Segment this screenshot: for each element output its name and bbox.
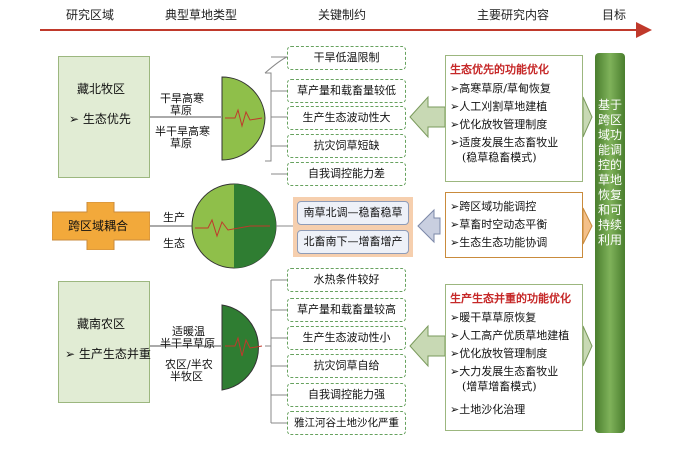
constraint-north-1: 干旱低温限制: [287, 46, 406, 70]
region-cross-box: 跨区域耦合: [52, 202, 150, 250]
grass-north-1: 干旱高寒: [160, 92, 204, 105]
content-north-item-4: ➢适度发展生态畜牧业: [450, 136, 559, 149]
constraint-south-1: 水热条件较好: [287, 268, 406, 292]
content-cross-item-1: ➢跨区域功能调控: [450, 200, 537, 213]
grass-south-4: 半牧区: [170, 370, 203, 383]
arrow-south: [409, 324, 446, 368]
constraint-cross-1: 南草北调—稳畜稳草: [297, 201, 409, 225]
content-south-item-5: ➢土地沙化治理: [450, 403, 526, 416]
constraint-south-6: 雅江河谷土地沙化严重: [287, 411, 406, 435]
constraint-south-4: 抗灾饲草自给: [287, 354, 406, 378]
grass-cross-prod: 生产: [163, 211, 185, 224]
content-south-box: 生产生态并重的功能优化 ➢暖干草草原恢复 ➢人工高产优质草地建植 ➢优化放牧管理…: [445, 284, 583, 431]
grass-south-3: 农区/半农: [165, 358, 213, 371]
constraint-north-5: 自我调控能力差: [287, 162, 406, 186]
content-cross-box: ➢跨区域功能调控 ➢草畜时空动态平衡 ➢生态生态功能协调: [445, 192, 583, 258]
region-north-strategy: ➢ 生态优先: [69, 112, 131, 126]
content-south-item-2: ➢人工高产优质草地建植: [450, 329, 570, 342]
region-north-name: 藏北牧区: [77, 82, 126, 96]
content-south-title: 生产生态并重的功能优化: [450, 292, 571, 305]
constraint-north-2: 草产量和载畜量较低: [287, 79, 406, 103]
arrow-north: [409, 95, 446, 139]
grass-south-1: 适暖温: [172, 325, 205, 338]
content-north-box: 生态优先的功能优化 ➢高寒草原/草甸恢复 ➢人工刈割草地建植 ➢优化放牧管理制度…: [445, 55, 583, 182]
content-south-item-3: ➢优化放牧管理制度: [450, 347, 548, 360]
goal-bar: [595, 53, 625, 433]
content-south-item-4: ➢大力发展生态畜牧业: [450, 365, 559, 378]
grass-south-2: 半干旱草原: [160, 337, 215, 350]
grass-north-2: 草原: [170, 104, 192, 117]
constraint-south-5: 自我调控能力强: [287, 383, 406, 407]
header-research-area: 研究区域: [66, 8, 115, 22]
grass-cross-eco: 生态: [163, 237, 185, 250]
constraint-south-3: 生产生态波动性小: [287, 326, 406, 350]
constraint-cross-2: 北畜南下—增畜增产: [297, 230, 409, 254]
region-south-name: 藏南农区: [77, 317, 126, 331]
header-key-constraints: 关键制约: [318, 8, 367, 22]
region-north-box: 藏北牧区 ➢ 生态优先: [58, 56, 150, 178]
content-north-item-2: ➢人工刈割草地建植: [450, 100, 548, 113]
content-cross-item-3: ➢生态生态功能协调: [450, 236, 548, 249]
constraint-north-4: 抗灾饲草短缺: [287, 134, 406, 158]
constraint-north-3: 生产生态波动性大: [287, 106, 406, 130]
content-north-title: 生态优先的功能优化: [450, 63, 549, 76]
content-north-item-1: ➢高寒草原/草甸恢复: [450, 82, 551, 95]
content-south-item-1: ➢暖干草草原恢复: [450, 311, 537, 324]
region-cross-name: 跨区域耦合: [68, 219, 129, 233]
header-goal: 目标: [602, 8, 627, 22]
goal-text: 基于跨区域功能调控的草地恢复和可持续利用: [598, 98, 623, 247]
arrow-cross: [417, 208, 441, 244]
content-south-sub: (增草增畜模式): [462, 380, 537, 393]
content-north-item-3: ➢优化放牧管理制度: [450, 118, 548, 131]
content-north-sub: (稳草稳畜模式): [462, 151, 537, 164]
grass-north-3: 半干旱高寒: [155, 125, 210, 138]
region-south-strategy: ➢ 生产生态并重: [65, 347, 151, 361]
header-grassland-type: 典型草地类型: [165, 8, 238, 22]
constraint-south-2: 草产量和载畜量较高: [287, 298, 406, 322]
region-south-box: 藏南农区 ➢ 生产生态并重: [58, 281, 151, 403]
header-research-content: 主要研究内容: [477, 8, 550, 22]
content-cross-item-2: ➢草畜时空动态平衡: [450, 218, 548, 231]
grass-north-4: 草原: [170, 137, 192, 150]
